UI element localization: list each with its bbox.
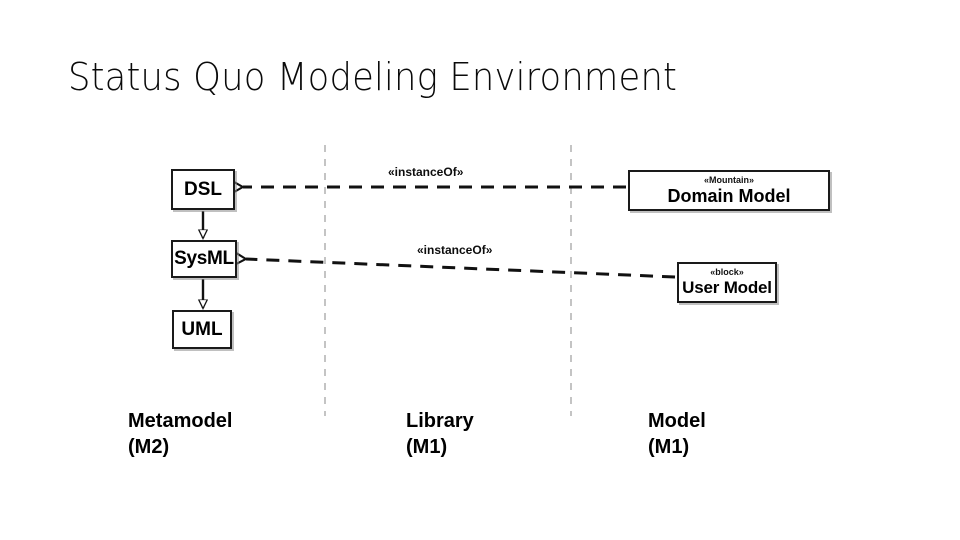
edge-user-model-to-sysml <box>246 259 676 279</box>
column-caption-library-line1: Library <box>406 410 474 432</box>
column-caption-model: Model (M1) <box>648 408 706 460</box>
node-domain-model-label: Domain Model <box>667 185 791 206</box>
node-user-model-label: User Model <box>682 278 772 298</box>
node-uml[interactable]: UML <box>172 310 232 349</box>
column-caption-metamodel-line2: (M2) <box>128 436 170 458</box>
column-caption-library: Library (M1) <box>406 408 474 460</box>
edge-label-instanceof-user-model: «instanceOf» <box>417 243 493 257</box>
column-caption-model-line1: Model <box>648 410 706 432</box>
edge-label-instanceof-domain-model: «instanceOf» <box>388 165 464 179</box>
node-dsl-label: DSL <box>184 178 222 200</box>
column-caption-model-line2: (M1) <box>648 436 690 458</box>
node-sysml-label: SysML <box>174 248 234 270</box>
node-sysml[interactable]: SysML <box>171 240 237 278</box>
node-user-model-stereotype: «block» <box>710 267 744 278</box>
node-domain-model-stereotype: «Mountain» <box>703 174 754 185</box>
column-caption-metamodel: Metamodel (M2) <box>128 408 232 460</box>
column-caption-metamodel-line1: Metamodel <box>128 410 233 432</box>
node-domain-model[interactable]: «Mountain» Domain Model <box>628 170 830 211</box>
node-uml-label: UML <box>181 318 223 340</box>
node-user-model[interactable]: «block» User Model <box>677 262 777 303</box>
page-title: Status Quo Modeling Environment <box>68 55 678 99</box>
column-caption-library-line2: (M1) <box>406 436 448 458</box>
node-dsl[interactable]: DSL <box>171 169 235 210</box>
